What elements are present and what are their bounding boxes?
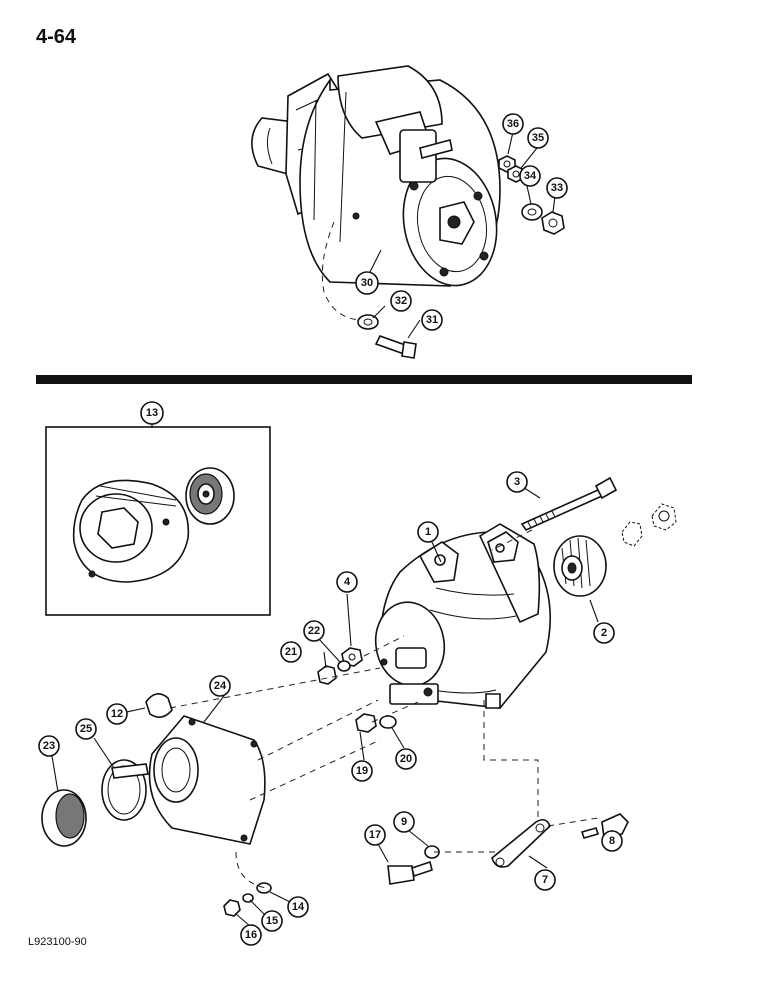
- svg-text:34: 34: [524, 170, 537, 182]
- callout-9: 9: [393, 811, 415, 833]
- callout-21: 21: [280, 641, 302, 663]
- through-bolt: [520, 476, 618, 532]
- svg-text:24: 24: [214, 680, 227, 692]
- callout-13: 13: [140, 401, 164, 425]
- nut-16: [223, 899, 241, 917]
- svg-text:35: 35: [532, 132, 544, 144]
- svg-text:20: 20: [400, 753, 412, 765]
- hose-clamp: [101, 759, 149, 821]
- callout-15: 15: [261, 910, 283, 932]
- starter-motor-assembly: [251, 65, 501, 287]
- svg-text:13: 13: [146, 407, 158, 419]
- callout-36: 36: [502, 113, 524, 135]
- inset-box: [45, 426, 271, 616]
- callout-7: 7: [534, 869, 556, 891]
- callout-35: 35: [527, 127, 549, 149]
- svg-text:3: 3: [514, 476, 520, 488]
- section-divider: [36, 375, 692, 384]
- alternator-pulley: [553, 535, 607, 597]
- svg-text:30: 30: [361, 277, 373, 289]
- svg-text:9: 9: [401, 816, 407, 828]
- svg-text:2: 2: [601, 627, 607, 639]
- nut-19: [355, 713, 377, 733]
- svg-text:16: 16: [245, 929, 257, 941]
- callout-3: 3: [506, 471, 528, 493]
- callout-4: 4: [336, 571, 358, 593]
- callout-34: 34: [519, 165, 541, 187]
- svg-text:15: 15: [266, 915, 278, 927]
- svg-text:33: 33: [551, 182, 563, 194]
- svg-text:1: 1: [425, 526, 431, 538]
- callout-8: 8: [601, 830, 623, 852]
- callout-30: 30: [355, 271, 379, 295]
- callout-25: 25: [75, 718, 97, 740]
- svg-text:31: 31: [426, 314, 438, 326]
- callout-12: 12: [106, 703, 128, 725]
- callout-33: 33: [546, 177, 568, 199]
- callout-14: 14: [287, 896, 309, 918]
- nut-21: [317, 665, 337, 685]
- svg-text:17: 17: [369, 829, 381, 841]
- callout-23: 23: [38, 735, 60, 757]
- svg-text:23: 23: [43, 740, 55, 752]
- page-number: 4-64: [36, 26, 77, 48]
- callout-32: 32: [390, 290, 412, 312]
- air-duct: [148, 715, 266, 845]
- callout-1: 1: [417, 521, 439, 543]
- callout-2: 2: [593, 622, 615, 644]
- callout-31: 31: [421, 309, 443, 331]
- washer-22: [337, 660, 351, 672]
- svg-text:36: 36: [507, 118, 519, 130]
- svg-text:12: 12: [111, 708, 123, 720]
- grommet-12: [145, 693, 173, 718]
- svg-text:21: 21: [285, 646, 297, 658]
- figure-code: L923100-90: [28, 936, 87, 948]
- svg-text:22: 22: [308, 625, 320, 637]
- callout-22: 22: [303, 620, 325, 642]
- callout-17: 17: [364, 824, 386, 846]
- callout-19: 19: [351, 760, 373, 782]
- callout-20: 20: [395, 748, 417, 770]
- svg-text:7: 7: [542, 874, 548, 886]
- svg-text:4: 4: [344, 576, 351, 588]
- callout-24: 24: [209, 675, 231, 697]
- starter-hardware: [321, 155, 565, 359]
- adjusting-link: [491, 818, 551, 868]
- pulley-nut-and-washer: [621, 503, 677, 547]
- duct-cap: [41, 789, 87, 847]
- svg-text:32: 32: [395, 295, 407, 307]
- svg-text:19: 19: [356, 765, 368, 777]
- washer-20: [379, 715, 397, 729]
- alternator-assembly: [374, 523, 551, 709]
- alignment-lines: [169, 529, 599, 889]
- callout-16: 16: [240, 924, 262, 946]
- svg-text:25: 25: [80, 723, 92, 735]
- svg-text:8: 8: [609, 835, 615, 847]
- bolt-17: [387, 865, 415, 885]
- svg-text:14: 14: [292, 901, 305, 913]
